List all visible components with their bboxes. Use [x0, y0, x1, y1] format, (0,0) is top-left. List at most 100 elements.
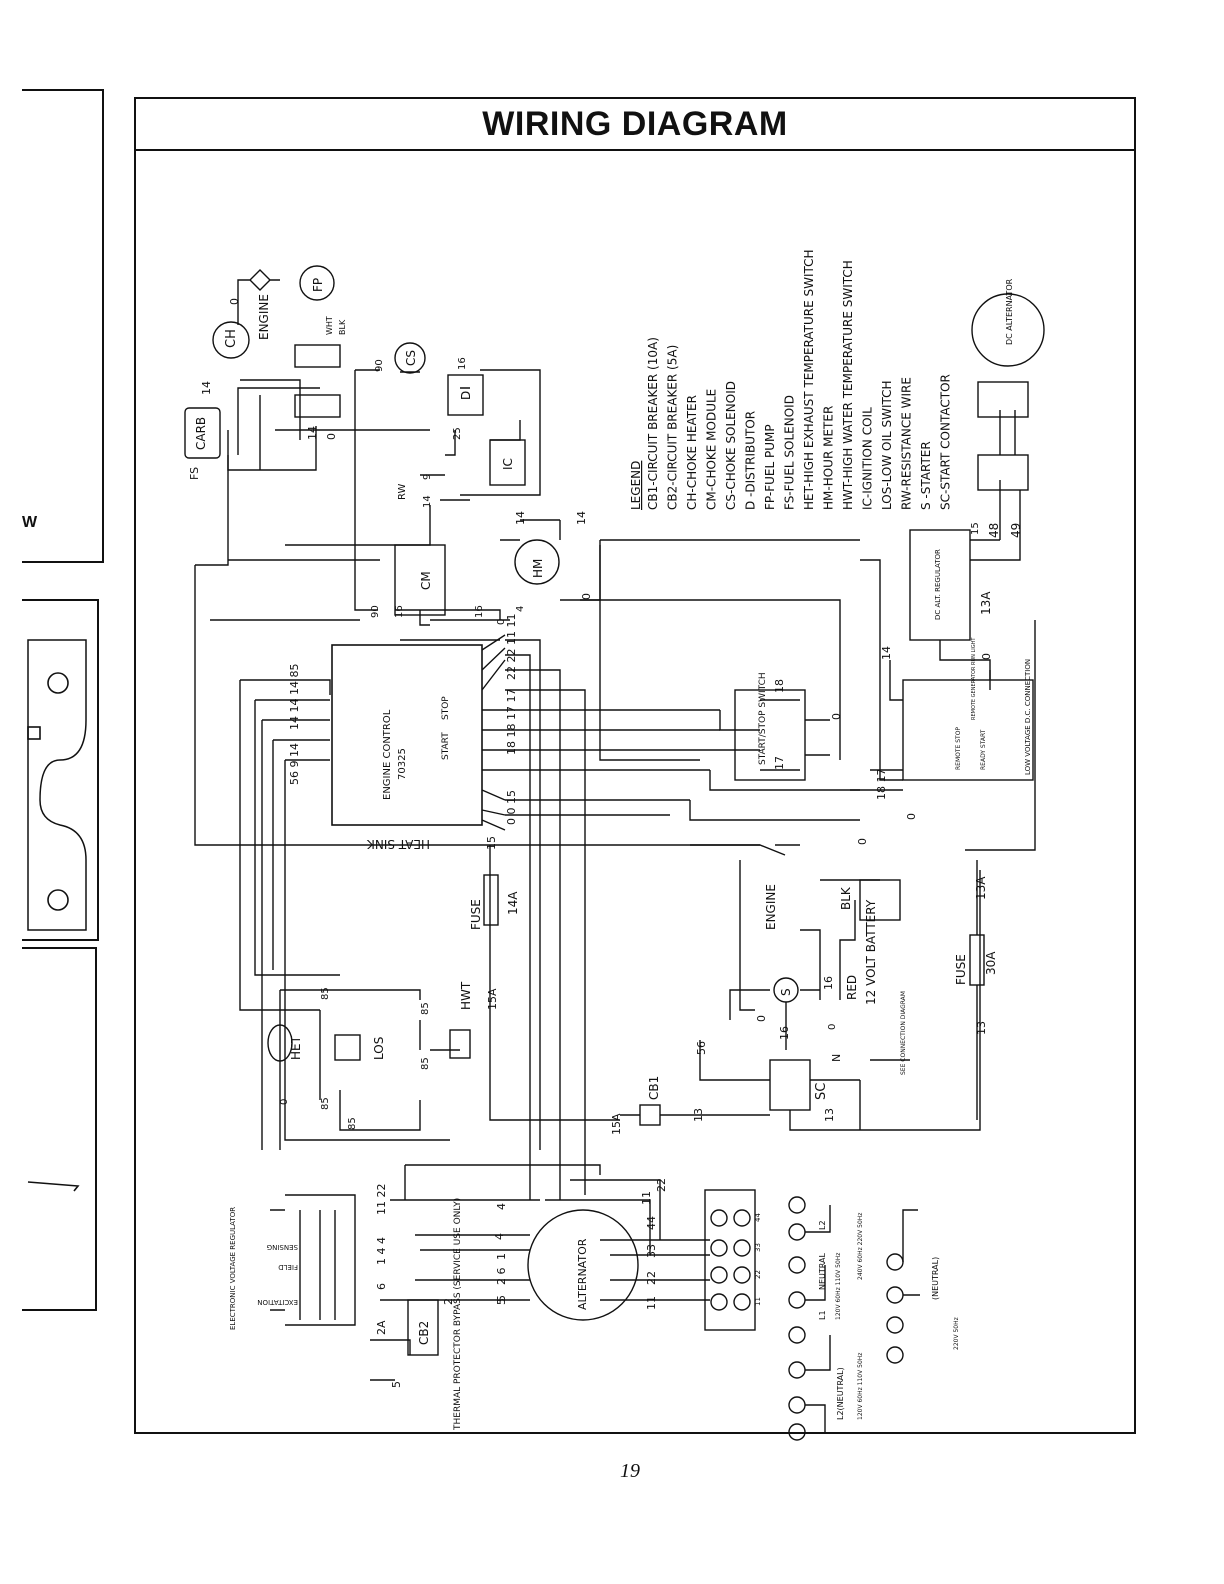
- terminal-label: 22 22 11 11: [505, 614, 518, 680]
- page-title: WIRING DIAGRAM: [482, 105, 788, 143]
- wire-label: 0: [827, 1024, 838, 1030]
- sensing-label: SENSING: [267, 1243, 298, 1251]
- wire-label: 15: [970, 522, 981, 535]
- wire-label: 0: [496, 619, 507, 625]
- hm-label: HM: [531, 559, 545, 578]
- wire-label: 0: [228, 298, 241, 305]
- l1-label: L1: [818, 1310, 827, 1320]
- carb-label: CARB: [194, 417, 208, 450]
- cm-label: CM: [419, 571, 433, 590]
- wire-label: 2: [442, 1298, 455, 1305]
- fp-label: FP: [311, 278, 325, 292]
- legend-item: FS-FUEL SOLENOID: [783, 395, 797, 510]
- blk-batt-label: BLK: [839, 886, 853, 910]
- dc-alternator-label: DC ALTERNATOR: [1005, 278, 1014, 345]
- wire-label: 25: [452, 427, 463, 440]
- wire-label: 90: [374, 359, 385, 372]
- legend-item: LOS-LOW OIL SWITCH: [880, 380, 894, 510]
- cs-label: CS: [404, 350, 418, 366]
- wire-label: 0: [279, 1099, 290, 1105]
- legend: LEGEND CB1-CIRCUIT BREAKER (10A)CB2-CIRC…: [629, 249, 953, 510]
- neutral-1-label: NEUTRAL: [818, 1253, 827, 1290]
- margin-letter: W: [22, 514, 38, 531]
- stud-label: 22: [754, 1270, 762, 1279]
- wire-label: 0: [905, 813, 918, 820]
- voltage-4-label: 220V 50Hz: [953, 1317, 960, 1350]
- wire-label: 2 6: [495, 1268, 508, 1286]
- ready-start-label: READY START: [980, 729, 987, 770]
- wire-label: 14: [880, 646, 893, 660]
- alternator-label: ALTERNATOR: [576, 1238, 589, 1310]
- wire-label: 85: [320, 1097, 331, 1110]
- wire-label: 5: [495, 1298, 508, 1305]
- legend-item: HM-HOUR METER: [822, 406, 836, 510]
- legend-item: FP-FUEL PUMP: [763, 424, 777, 510]
- wire-label: 85: [420, 1057, 431, 1070]
- wire-label: 0: [580, 593, 593, 600]
- wires: [184, 265, 1045, 1441]
- neutral-2-label: L2(NEUTRAL): [836, 1367, 845, 1420]
- stud-label: 11: [754, 1297, 762, 1306]
- excitation-label: EXCITATION: [257, 1298, 298, 1306]
- start-stop-switch-label: START/STOP SWITCH: [758, 672, 768, 765]
- dc-alt-regulator-label: DC ALT. REGULATOR: [934, 549, 942, 620]
- fuse-14a-rating: 14A: [506, 891, 520, 915]
- neutral-3-label: (NEUTRAL): [931, 1257, 940, 1300]
- wire-label: 4: [515, 606, 526, 612]
- wire-label: 16: [778, 1026, 791, 1040]
- wire-label: 44: [645, 1216, 658, 1230]
- wire-label: 48: [987, 523, 1001, 538]
- see-connection-label: SEE CONNECTION DIAGRAM: [900, 991, 907, 1075]
- page-number: 19: [620, 1460, 640, 1482]
- legend-item: CH-CHOKE HEATER: [685, 395, 699, 510]
- legend-item: SC-START CONTACTOR: [939, 374, 953, 510]
- wire-label: 13: [692, 1108, 705, 1122]
- wire-label: 13: [823, 1108, 836, 1122]
- ch-label: CH: [224, 329, 239, 348]
- wire-label: 16: [822, 976, 835, 990]
- fs-label: FS: [188, 467, 201, 480]
- wire-label: 0: [755, 1015, 768, 1022]
- wire-label: 16: [457, 357, 468, 370]
- battery-label: 12 VOLT BATTERY: [864, 899, 878, 1005]
- wire-label: 16: [394, 605, 405, 618]
- wire-label: N: [830, 1054, 843, 1062]
- wire-label: 13A: [979, 591, 993, 615]
- l2-label: L2: [818, 1220, 827, 1230]
- wht-label: WHT: [325, 316, 334, 335]
- engine-control-label: ENGINE CONTROL: [382, 709, 393, 800]
- legend-item: HWT-HIGH WATER TEMPERATURE SWITCH: [841, 260, 855, 510]
- wire-label: 5: [390, 1381, 403, 1388]
- wire-label: 2A: [375, 1320, 388, 1335]
- wire-label: 56: [695, 1041, 708, 1055]
- wire-label: 0: [856, 838, 869, 845]
- low-voltage-label: LOW VOLTAGE D.C. CONNECTION: [1024, 659, 1032, 775]
- wire-label: 85: [420, 1002, 431, 1015]
- sc-label: SC: [814, 1083, 829, 1100]
- wire-label: 14: [575, 511, 588, 525]
- hwt-label: HWT: [459, 981, 473, 1010]
- wire-label: 0: [325, 433, 338, 440]
- wire-label: 6: [375, 1283, 388, 1290]
- rw-label: RW: [397, 483, 408, 500]
- remote-gen-label: REMOTE GENERATOR RUN LIGHT: [971, 637, 977, 720]
- legend-item: D -DISTRIBUTOR: [744, 411, 758, 510]
- terminal-label: 14 14 14 85: [288, 664, 301, 730]
- wire-label: 22: [655, 1178, 668, 1192]
- engine-top-label: ENGINE: [257, 294, 271, 340]
- fuse-30a-label: FUSE: [954, 954, 968, 985]
- los-label: LOS: [372, 1037, 386, 1060]
- starter-label: S: [779, 988, 793, 996]
- wire-label: 18 17: [875, 769, 888, 801]
- legend-item: CM-CHOKE MODULE: [705, 389, 719, 510]
- terminal-label: 56 9 14: [288, 743, 301, 785]
- wire-label: 90: [370, 605, 381, 618]
- margin-panel-top: [22, 89, 104, 563]
- wire-label: 17: [773, 756, 786, 770]
- engine-gnd-label: ENGINE: [764, 884, 778, 930]
- red-label: RED: [845, 975, 859, 1000]
- margin-panel-mid: [22, 599, 99, 941]
- wire-label: 18: [773, 679, 786, 693]
- wire-label: 14: [514, 511, 527, 525]
- legend-item: HET-HIGH EXHAUST TEMPERATURE SWITCH: [802, 249, 816, 510]
